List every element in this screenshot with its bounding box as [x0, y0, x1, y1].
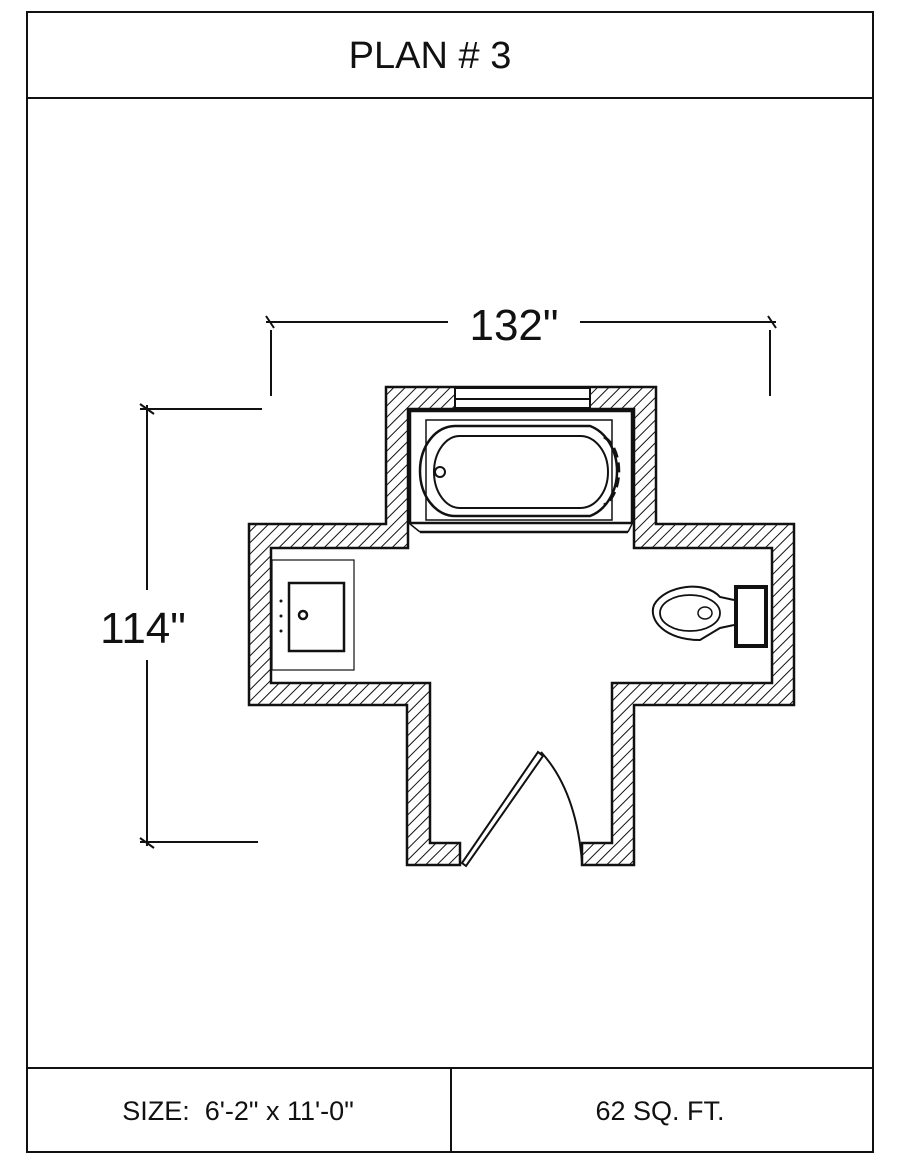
- bathtub: [408, 409, 634, 534]
- toilet: [651, 585, 768, 648]
- plan-title: PLAN # 3: [349, 35, 512, 77]
- width-dimension-label: 132": [469, 301, 558, 350]
- window: [454, 387, 591, 409]
- size-label: SIZE: 6'-2" x 11'-0": [122, 1096, 354, 1126]
- sheet-border: [26, 11, 874, 1153]
- walls: [247, 385, 796, 867]
- height-dimension: [139, 403, 262, 849]
- width-dimension: [265, 315, 777, 396]
- area-label: 62 SQ. FT.: [595, 1096, 724, 1126]
- sink-vanity: [271, 559, 355, 671]
- height-dimension-label: 114": [100, 604, 186, 653]
- door: [460, 750, 583, 868]
